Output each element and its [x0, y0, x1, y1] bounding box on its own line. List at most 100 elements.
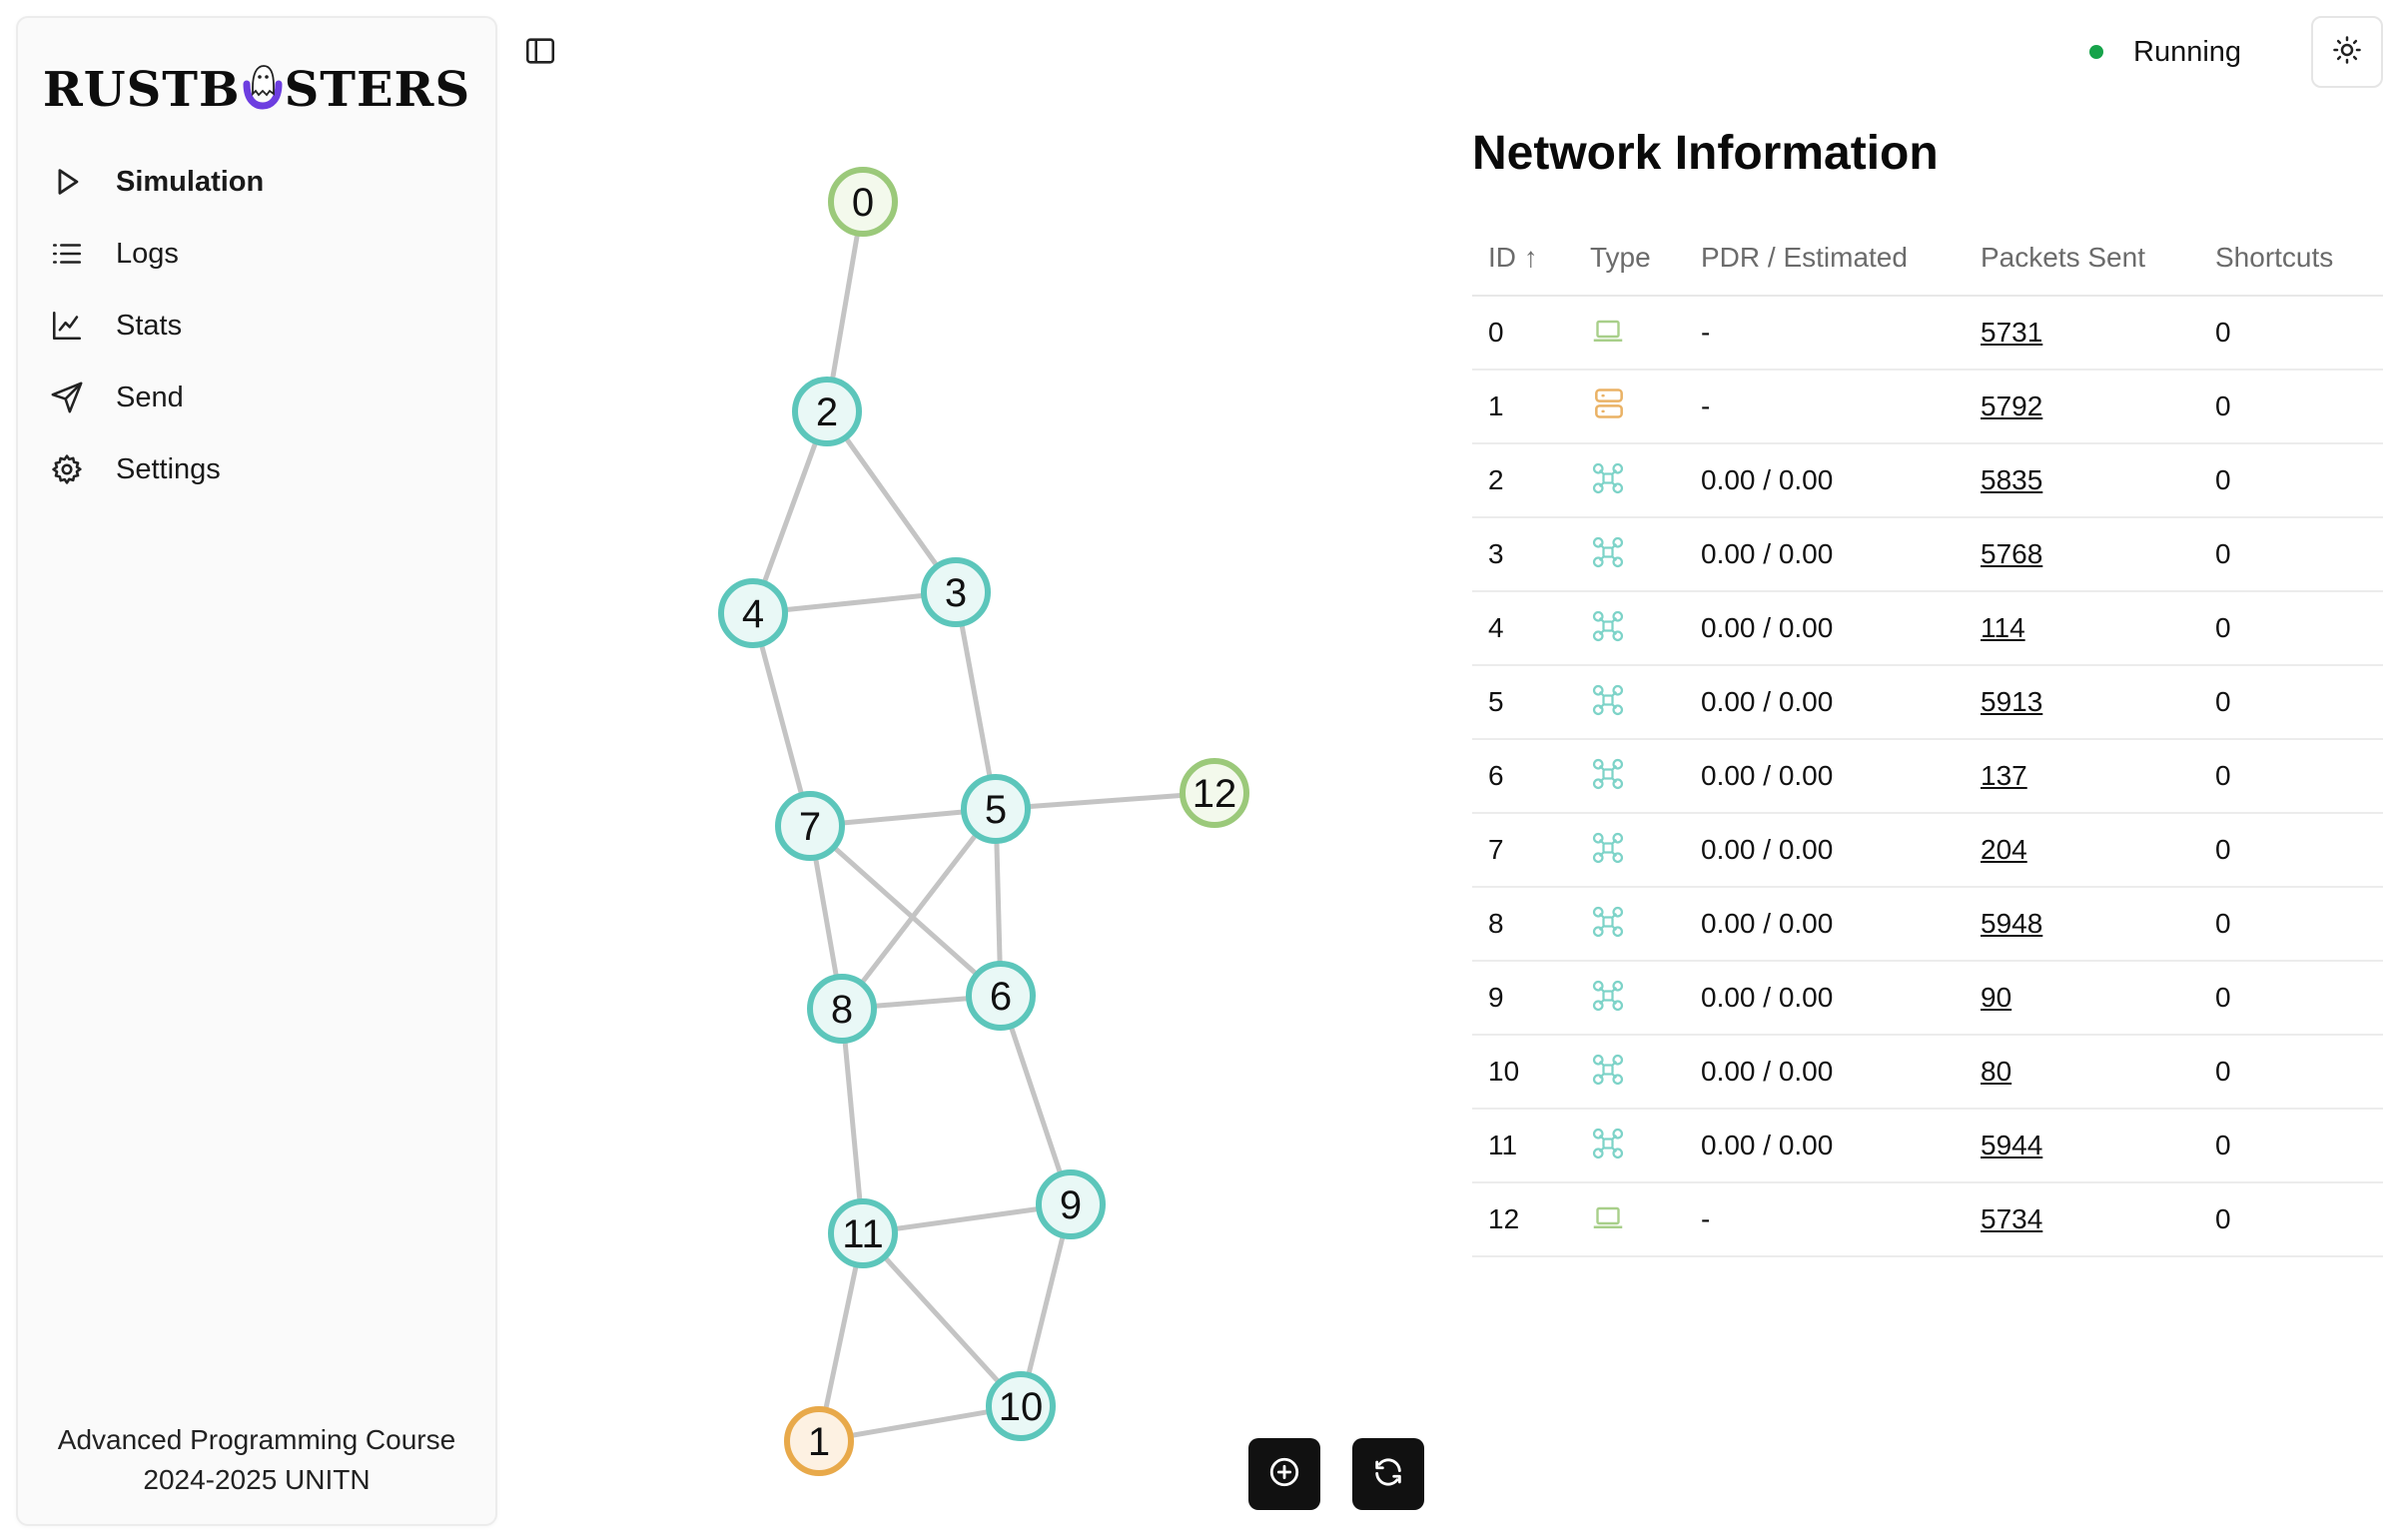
cell-id: 7: [1472, 813, 1574, 888]
cell-id: 0: [1472, 296, 1574, 371]
status-label: Running: [2133, 35, 2242, 68]
column-header-id[interactable]: ID ↑: [1472, 220, 1574, 297]
graph-node-9[interactable]: 9: [1036, 1169, 1106, 1239]
logo-text-left: RUSTB: [42, 62, 241, 118]
cell-type: [1574, 1109, 1685, 1183]
logo-text-right: STERS: [284, 62, 471, 118]
list-icon: [50, 237, 84, 271]
packets-link[interactable]: 5734: [1981, 1203, 2043, 1234]
packets-link[interactable]: 5768: [1981, 538, 2043, 569]
theme-toggle-button[interactable]: [2311, 16, 2383, 88]
node-label: 9: [1060, 1183, 1082, 1227]
sidebar-item-stats[interactable]: Stats: [50, 290, 469, 362]
server-icon: [1590, 384, 1630, 423]
graph-edge: [998, 995, 1074, 1205]
network-info-table: ID ↑ Type PDR / Estimated Packets Sent S…: [1472, 220, 2383, 1257]
column-header-packets[interactable]: Packets Sent: [1965, 220, 2199, 297]
graph-node-3[interactable]: 3: [921, 557, 991, 627]
node-label: 5: [985, 788, 1007, 832]
packets-link[interactable]: 5835: [1981, 464, 2043, 495]
packets-link[interactable]: 204: [1981, 834, 2027, 865]
graph-edge: [816, 1232, 866, 1442]
packets-link[interactable]: 114: [1981, 612, 2025, 643]
cell-pdr: 0.00 / 0.00: [1685, 887, 1965, 962]
sidebar-item-send[interactable]: Send: [50, 362, 469, 433]
column-header-type[interactable]: Type: [1574, 220, 1685, 297]
node-label: 11: [842, 1212, 884, 1256]
graph-node-7[interactable]: 7: [775, 791, 845, 861]
cell-id: 10: [1472, 1035, 1574, 1110]
cell-id: 3: [1472, 517, 1574, 592]
cell-type: [1574, 1035, 1685, 1110]
graph-edge: [824, 201, 866, 412]
packets-link[interactable]: 5913: [1981, 686, 2043, 717]
cell-packets: 5948: [1965, 887, 2199, 962]
play-icon: [50, 165, 84, 199]
graph-node-4[interactable]: 4: [718, 578, 788, 648]
graph-edge: [839, 1008, 866, 1234]
graph-node-11[interactable]: 11: [828, 1198, 898, 1268]
packets-link[interactable]: 137: [1981, 760, 2027, 791]
cell-pdr: 0.00 / 0.00: [1685, 517, 1965, 592]
cell-shortcuts: 0: [2199, 1109, 2383, 1183]
cell-shortcuts: 0: [2199, 1035, 2383, 1110]
send-icon: [50, 381, 84, 414]
graph-node-6[interactable]: 6: [966, 961, 1036, 1031]
graph-edge: [824, 409, 959, 594]
cell-id: 6: [1472, 739, 1574, 814]
node-label: 8: [831, 988, 853, 1032]
cell-shortcuts: 0: [2199, 296, 2383, 371]
cell-shortcuts: 0: [2199, 517, 2383, 592]
footer-course: Advanced Programming Course: [57, 1424, 456, 1455]
sidebar-toggle-icon[interactable]: [523, 34, 557, 68]
packets-link[interactable]: 5944: [1981, 1130, 2043, 1160]
packets-link[interactable]: 90: [1981, 982, 2012, 1013]
packets-link[interactable]: 5948: [1981, 908, 2043, 939]
column-header-pdr[interactable]: PDR / Estimated: [1685, 220, 1965, 297]
graph-node-1[interactable]: 1: [784, 1406, 854, 1476]
graph-node-10[interactable]: 10: [986, 1371, 1056, 1441]
cell-pdr: 0.00 / 0.00: [1685, 591, 1965, 666]
cell-shortcuts: 0: [2199, 739, 2383, 814]
graph-node-8[interactable]: 8: [807, 974, 877, 1044]
graph-node-5[interactable]: 5: [961, 774, 1031, 844]
network-info-title: Network Information: [1472, 127, 1939, 180]
graph-edge: [995, 790, 1215, 812]
cell-pdr: 0.00 / 0.00: [1685, 961, 1965, 1036]
graph-edge: [750, 612, 813, 827]
cell-packets: 137: [1965, 739, 2199, 814]
cell-pdr: 0.00 / 0.00: [1685, 665, 1965, 740]
drone-icon: [1590, 606, 1630, 646]
sidebar-item-logs[interactable]: Logs: [50, 218, 469, 290]
packets-link[interactable]: 80: [1981, 1056, 2012, 1087]
cell-packets: 204: [1965, 813, 2199, 888]
cell-pdr: 0.00 / 0.00: [1685, 1035, 1965, 1110]
refresh-button[interactable]: [1352, 1438, 1424, 1510]
node-circle: [1036, 1169, 1106, 1239]
cell-packets: 5731: [1965, 296, 2199, 371]
cell-type: [1574, 665, 1685, 740]
sun-icon: [2332, 35, 2362, 70]
column-header-shortcuts[interactable]: Shortcuts: [2199, 220, 2383, 297]
graph-node-0[interactable]: 0: [828, 167, 898, 237]
laptop-icon: [1590, 1197, 1630, 1237]
packets-link[interactable]: 5731: [1981, 317, 2043, 348]
graph-edge: [862, 1201, 1072, 1236]
node-circle: [828, 167, 898, 237]
sidebar-item-settings[interactable]: Settings: [50, 433, 469, 505]
sidebar-footer: Advanced Programming Course 2024-2025 UN…: [18, 1420, 495, 1500]
graph-node-2[interactable]: 2: [792, 377, 862, 446]
add-node-button[interactable]: [1248, 1438, 1320, 1510]
graph-node-12[interactable]: 12: [1180, 758, 1249, 828]
drone-icon: [1590, 828, 1630, 868]
cell-type: [1574, 517, 1685, 592]
packets-link[interactable]: 5792: [1981, 390, 2043, 421]
sidebar-item-simulation[interactable]: Simulation: [50, 146, 469, 218]
node-circle: [921, 557, 991, 627]
